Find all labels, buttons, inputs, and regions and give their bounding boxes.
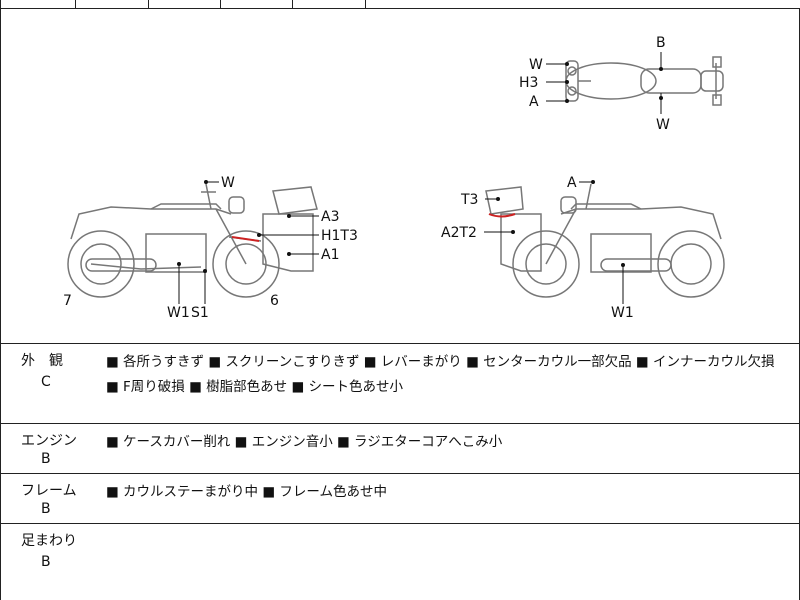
category-label: フレーム <box>21 483 77 499</box>
label-right-a: A <box>567 175 577 191</box>
motorcycle-diagram-svg: W H3 A B W <box>63 35 725 321</box>
row-frame: フレーム B ■ カウルステーまがり中 ■ フレーム色あせ中 <box>0 474 800 524</box>
label-left-w: W <box>221 175 235 191</box>
label-left-a1: A1 <box>321 247 339 263</box>
condition-notes: ■ 各所うすきず ■ スクリーンこすりきず ■ レバーまがり ■ センターカウル… <box>106 354 775 395</box>
label-left-w1: W1 <box>167 305 190 321</box>
grade-value: B <box>41 451 51 467</box>
bike-left-view <box>67 183 318 298</box>
row-exterior: 外 観 C ■ 各所うすきず ■ スクリーンこすりきず ■ レバーまがり ■ セ… <box>0 344 800 424</box>
label-top-b: B <box>656 35 666 51</box>
label-left-h1t3: H1T3 <box>321 228 358 244</box>
bike-right-view <box>485 183 725 298</box>
top-view-callouts <box>546 52 662 114</box>
label-top-a: A <box>529 94 539 110</box>
category-label: 外 観 <box>21 353 63 369</box>
header-row-cutoff <box>0 0 800 9</box>
label-top-w2: W <box>656 117 670 133</box>
label-right-w1: W1 <box>611 305 634 321</box>
label-left-s1: S1 <box>191 305 209 321</box>
label-left-6: 6 <box>270 293 279 309</box>
label-right-t3: T3 <box>460 192 478 208</box>
label-left-a3: A3 <box>321 209 339 225</box>
label-top-h3: H3 <box>519 75 538 91</box>
label-top-w: W <box>529 57 543 73</box>
bike-top-view <box>565 56 724 106</box>
damage-mark-right <box>488 213 516 218</box>
condition-notes: ■ ケースカバー削れ ■ エンジン音小 ■ ラジエターコアへこみ小 <box>106 434 503 450</box>
label-right-a2t2: A2T2 <box>441 225 477 241</box>
grade-value: C <box>41 374 51 390</box>
condition-notes: ■ カウルステーまがり中 ■ フレーム色あせ中 <box>106 484 387 500</box>
damage-diagram: W H3 A B W <box>0 9 800 344</box>
category-label: エンジン <box>21 433 77 449</box>
row-suspension: 足まわり B <box>0 524 800 600</box>
category-label: 足まわり <box>21 533 77 549</box>
row-engine: エンジン B ■ ケースカバー削れ ■ エンジン音小 ■ ラジエターコアへこみ小 <box>0 424 800 474</box>
damage-mark-left <box>231 236 260 242</box>
grade-value: B <box>41 554 51 570</box>
label-left-7: 7 <box>63 293 72 309</box>
grade-value: B <box>41 501 51 517</box>
